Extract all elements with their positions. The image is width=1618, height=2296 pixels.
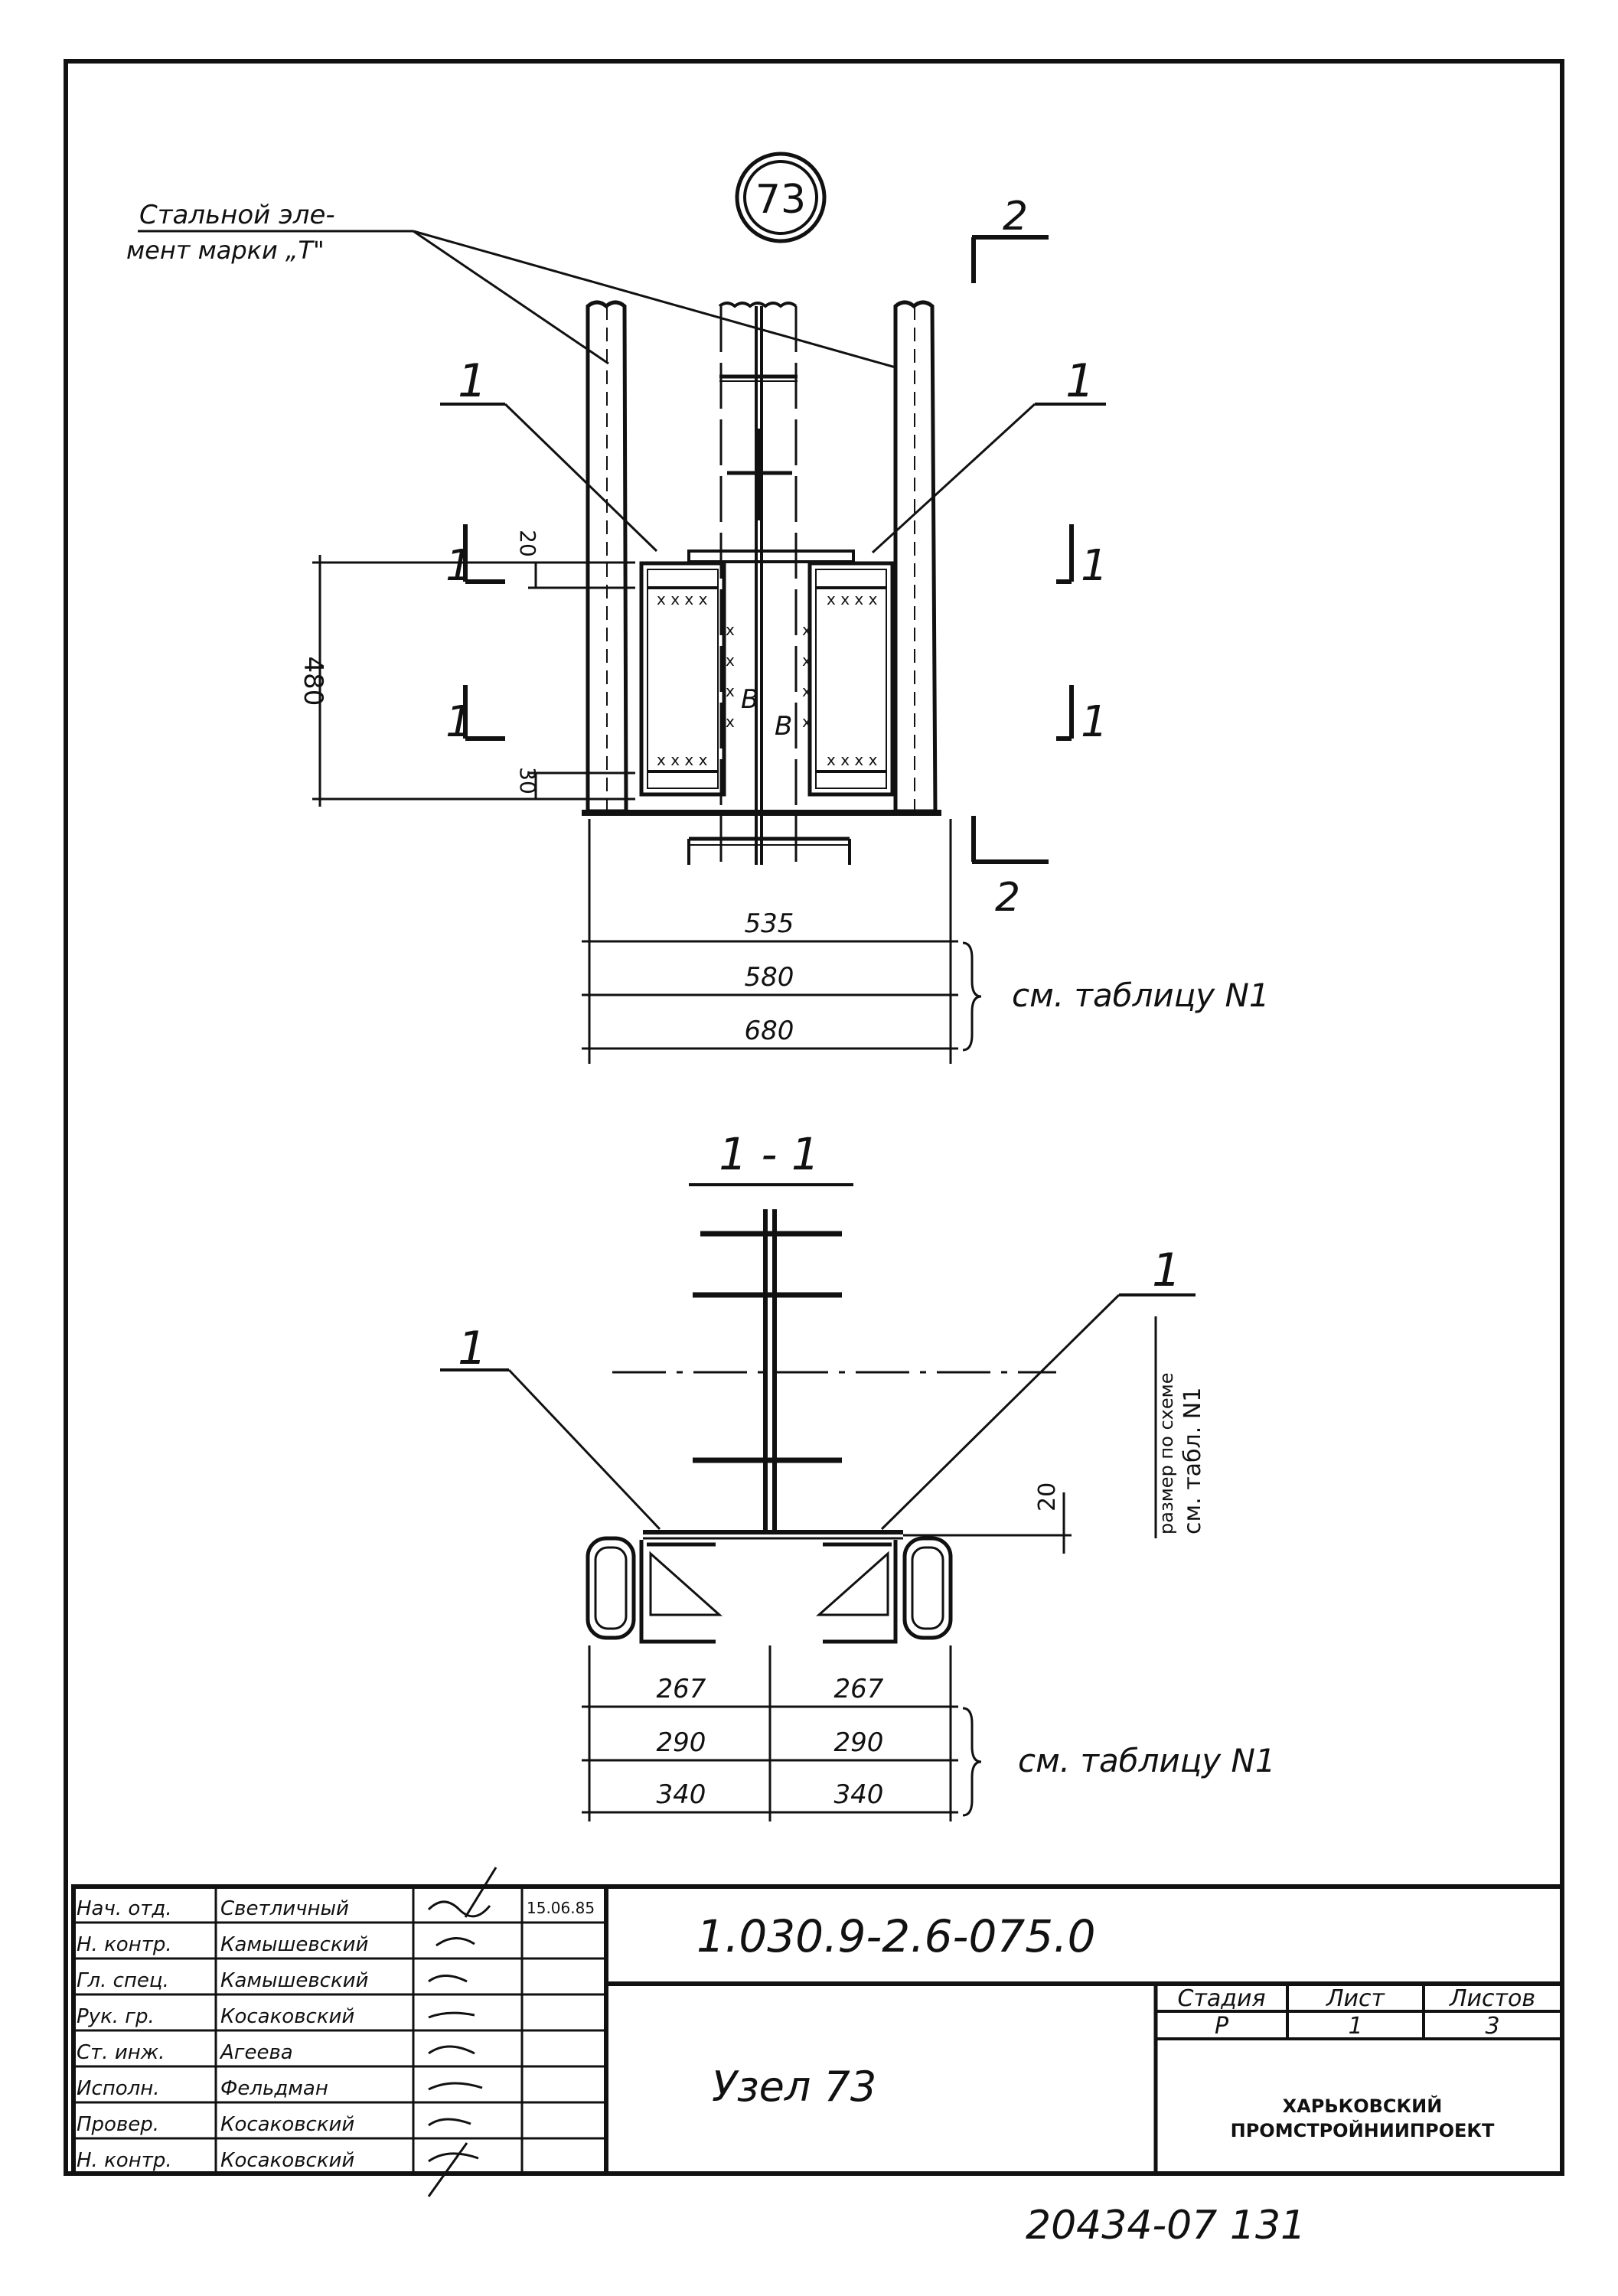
dimension-widths-section xyxy=(582,1645,982,1821)
tb-name: Агеева xyxy=(219,2041,293,2064)
steel-element-label-line2: мент марки „Т" xyxy=(126,236,325,265)
section-marks-1 xyxy=(463,524,1074,741)
tb-role: Ст. инж. xyxy=(77,2041,165,2064)
section-callout-1-right: 1 xyxy=(880,1244,1196,1531)
callout-1-right: 1 xyxy=(871,354,1106,554)
section-mark-label: 1 xyxy=(445,541,473,591)
tb-role: Н. контр. xyxy=(77,1933,172,1956)
section-1-1-drawing xyxy=(586,1209,1072,1644)
dim-480-label: 480 xyxy=(298,657,328,706)
callout-number: 1 xyxy=(1065,354,1094,408)
section-title: 1 - 1 xyxy=(719,1128,820,1180)
tb-name: Камышевский xyxy=(220,1969,368,1992)
dim-680-label: 680 xyxy=(745,1016,794,1046)
sheet-value: 1 xyxy=(1348,2013,1362,2040)
svg-text:x: x xyxy=(726,682,735,700)
dim-20-section-label: 20 xyxy=(1034,1482,1061,1512)
section-mark-label: 1 xyxy=(445,697,473,747)
svg-text:x: x xyxy=(726,621,735,639)
svg-text:x x x x: x x x x xyxy=(657,590,708,608)
svg-text:x: x xyxy=(802,621,811,639)
callout-number: 1 xyxy=(458,354,487,408)
dim-290a: 290 xyxy=(657,1727,706,1758)
dim-20-label: 20 xyxy=(515,530,540,557)
svg-text:x: x xyxy=(802,651,811,670)
stage-value: Р xyxy=(1215,2013,1229,2040)
dim-340b: 340 xyxy=(834,1779,884,1810)
callout-number: 1 xyxy=(1152,1244,1181,1297)
title-block xyxy=(71,1867,1564,2197)
section-mark-label: 1 xyxy=(1081,697,1108,747)
weld-label-b2: В xyxy=(775,711,792,742)
tb-role: Н. контр. xyxy=(77,2149,172,2172)
svg-text:x x x x: x x x x xyxy=(657,751,708,769)
sheet-header: Лист xyxy=(1326,1985,1386,2012)
section-mark-2-bottom: 2 xyxy=(971,816,1049,921)
callout-number: 1 xyxy=(458,1322,487,1375)
dim-580-label: 580 xyxy=(745,962,794,993)
section-vertical-note-a: размер по схеме xyxy=(1156,1373,1177,1534)
dimension-480 xyxy=(312,555,635,807)
see-table-note-bottom: см. таблицу N1 xyxy=(1018,1742,1276,1779)
elevation-view xyxy=(582,300,941,865)
dim-30-label: 30 xyxy=(515,767,540,794)
section-callout-1-left: 1 xyxy=(440,1322,661,1531)
organization-line1: ХАРЬКОВСКИЙ xyxy=(1283,2095,1443,2117)
dimension-widths-top xyxy=(582,819,982,1064)
node-marker: 73 xyxy=(735,152,827,243)
tb-role: Гл. спец. xyxy=(77,1969,169,1992)
tb-role: Исполн. xyxy=(77,2077,160,2100)
document-code: 1.030.9-2.6-075.0 xyxy=(696,1910,1096,1962)
tb-name: Фельдман xyxy=(220,2077,328,2100)
archive-number: 20434-07 131 xyxy=(1026,2203,1306,2249)
callout-1-left: 1 xyxy=(440,354,658,553)
svg-text:x: x xyxy=(726,651,735,670)
svg-text:x: x xyxy=(802,713,811,731)
dim-340a: 340 xyxy=(657,1779,706,1810)
section-mark-label: 2 xyxy=(995,875,1020,921)
sheet-name: Узел 73 xyxy=(712,2063,876,2111)
stage-header: Стадия xyxy=(1177,1985,1265,2012)
section-vertical-note-b: см. табл. N1 xyxy=(1179,1388,1206,1534)
tb-role: Провер. xyxy=(77,2113,159,2136)
section-mark-2-top: 2 xyxy=(971,194,1049,283)
section-1-1-title: 1 - 1 xyxy=(689,1128,853,1186)
svg-text:x: x xyxy=(726,713,735,731)
tb-date: 15.06.85 xyxy=(527,1899,595,1917)
node-number: 73 xyxy=(755,177,806,223)
dim-267b: 267 xyxy=(834,1674,884,1704)
dim-267a: 267 xyxy=(657,1674,706,1704)
tb-name: Косаковский xyxy=(220,2005,354,2028)
weld-label-b1: В xyxy=(741,684,758,715)
dim-290b: 290 xyxy=(834,1727,884,1758)
dim-535-label: 535 xyxy=(745,908,794,939)
tb-name: Светличный xyxy=(220,1897,349,1920)
steel-element-label-line1: Стальной эле- xyxy=(139,200,335,230)
tb-name: Косаковский xyxy=(220,2113,354,2136)
svg-text:x: x xyxy=(802,682,811,700)
steel-element-callout: Стальной эле- мент марки „Т" xyxy=(126,200,896,369)
section-mark-label: 1 xyxy=(1081,541,1108,591)
tb-role: Рук. гр. xyxy=(77,2005,155,2028)
tb-name: Косаковский xyxy=(220,2149,354,2172)
tb-role: Нач. отд. xyxy=(77,1897,172,1920)
sheets-value: 3 xyxy=(1485,2013,1499,2040)
section-mark-label: 2 xyxy=(1003,194,1028,240)
tb-name: Камышевский xyxy=(220,1933,368,1956)
svg-text:x x x x: x x x x xyxy=(827,751,878,769)
sheet-frame xyxy=(64,59,1564,2176)
sheets-header: Листов xyxy=(1449,1985,1535,2012)
svg-text:x x x x: x x x x xyxy=(827,590,878,608)
see-table-note-top: см. таблицу N1 xyxy=(1012,977,1270,1014)
organization-line2: ПРОМСТРОЙНИИПРОЕКТ xyxy=(1231,2119,1495,2141)
